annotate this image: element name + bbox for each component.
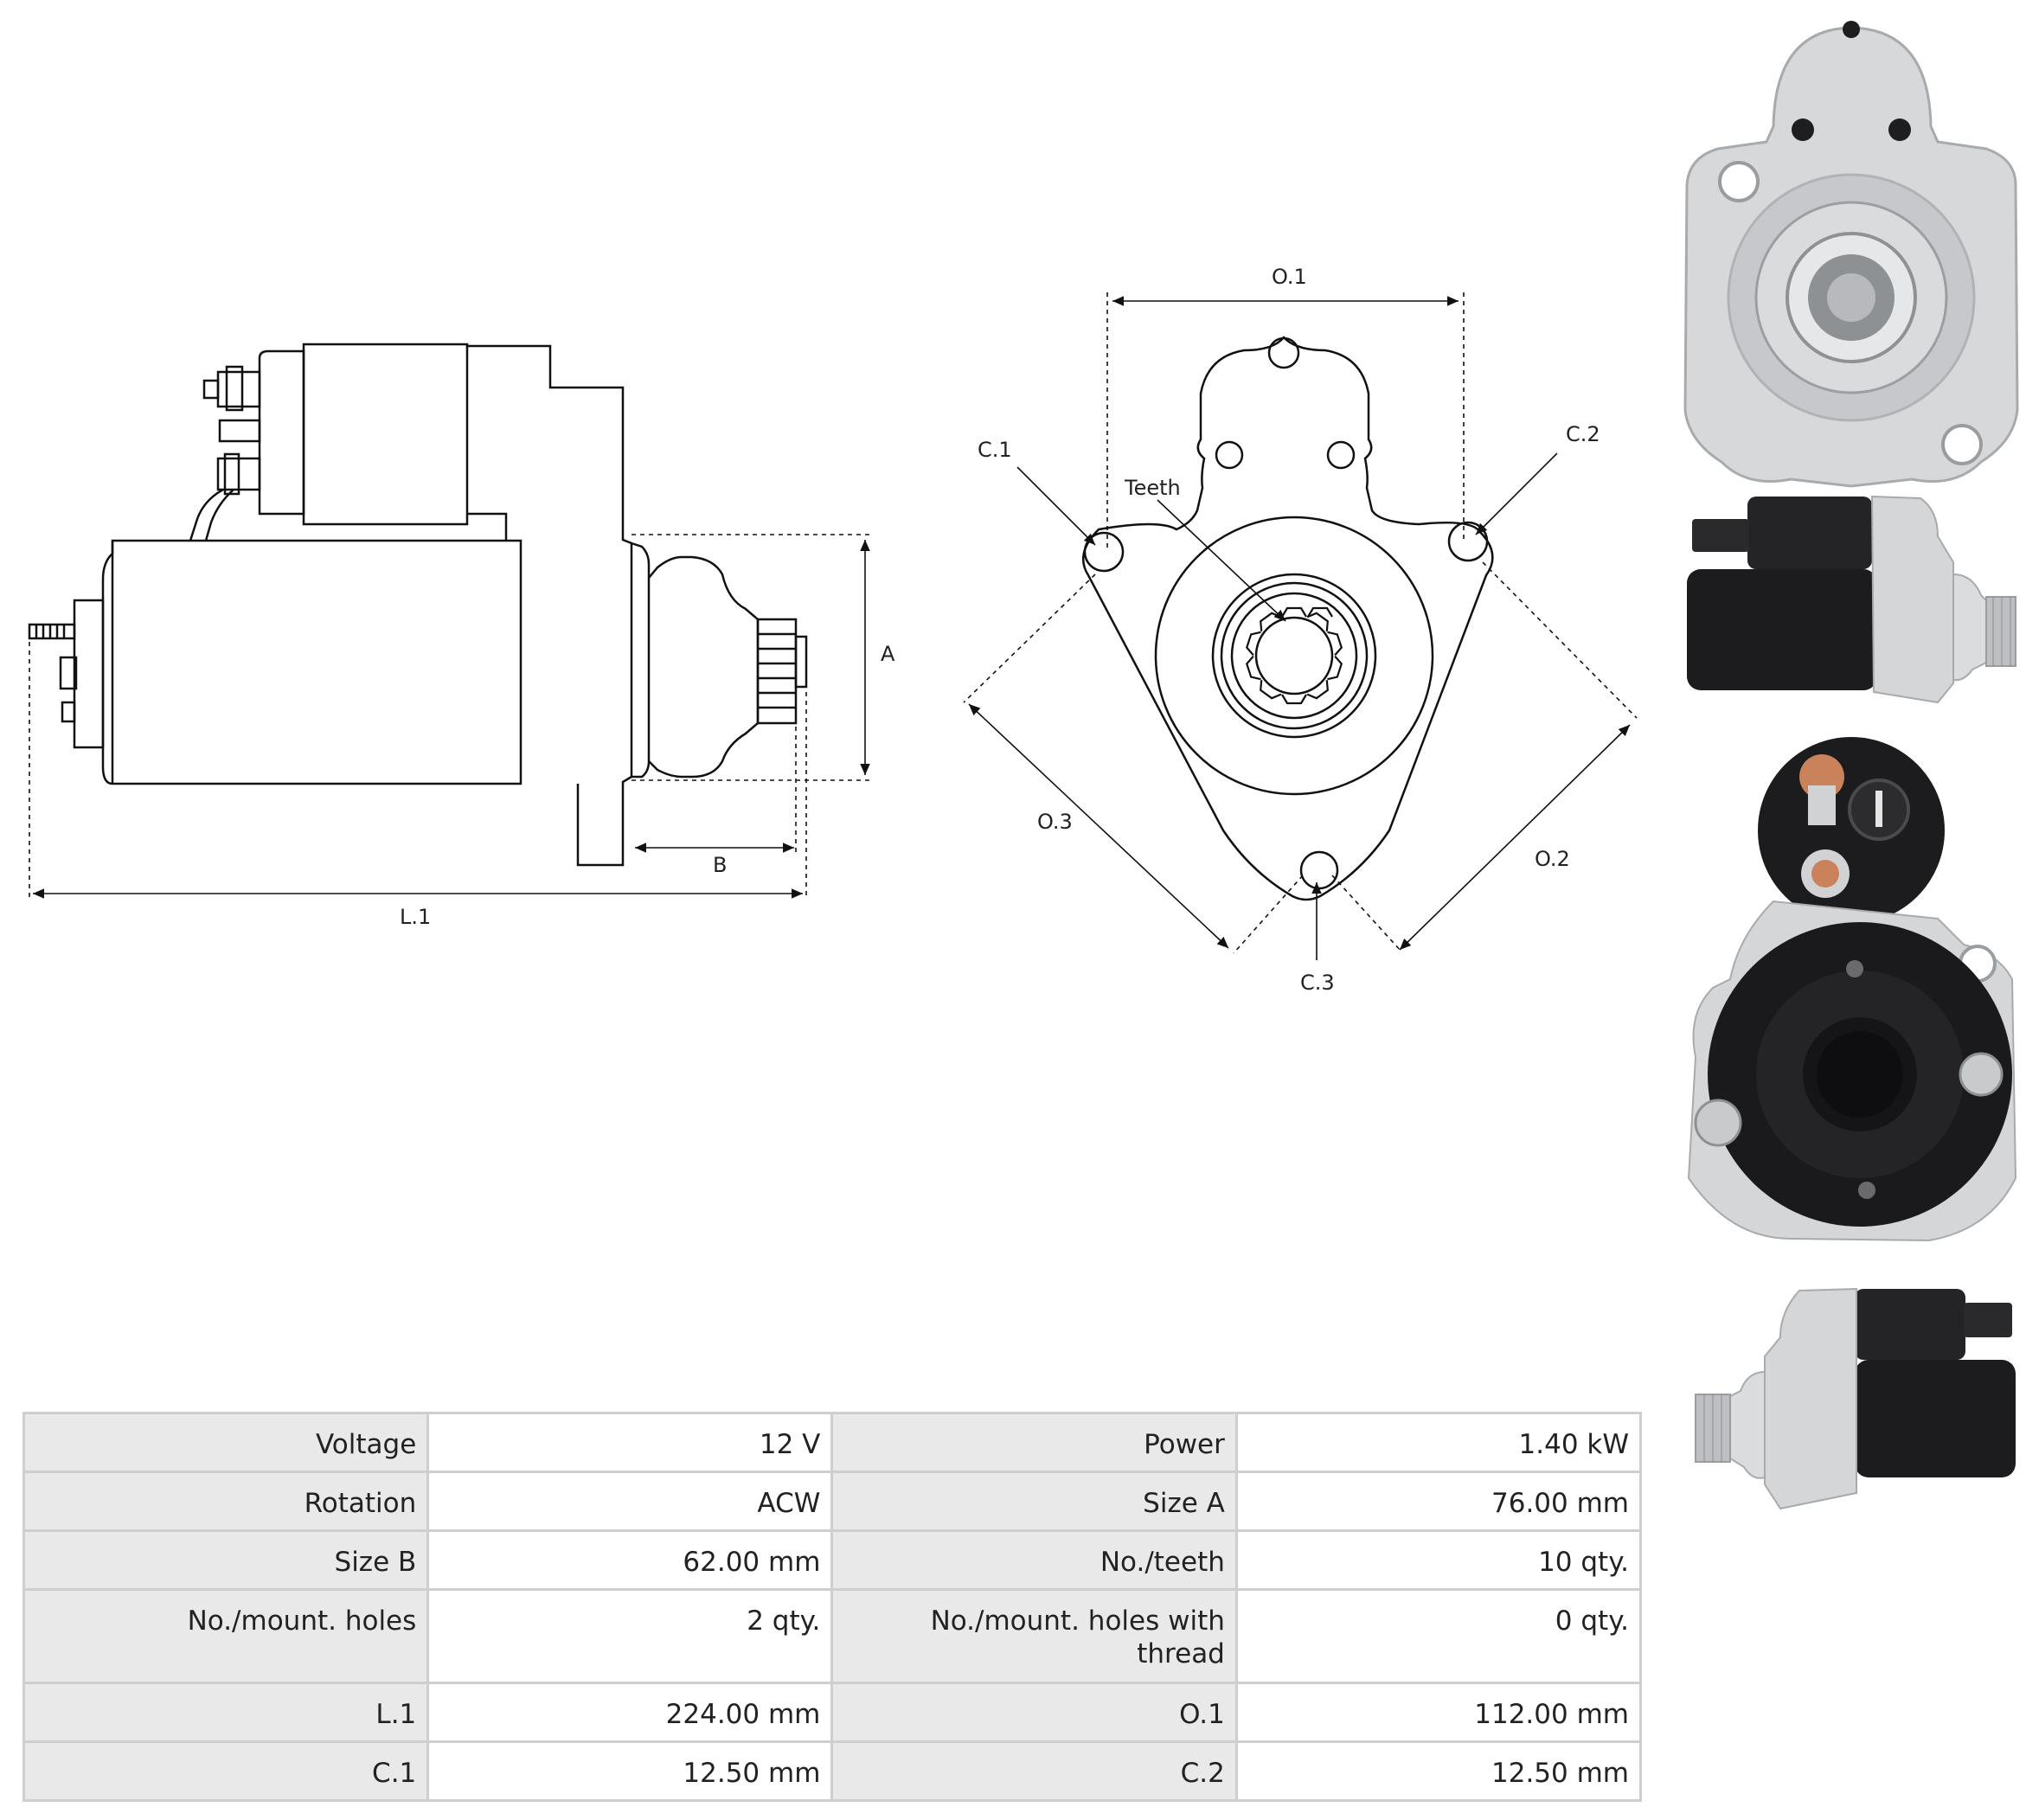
specifications-table: Voltage 12 V Power 1.40 kW Rotation ACW … <box>22 1412 1643 1802</box>
spec-value: 76.00 mm <box>1234 1471 1643 1532</box>
drive-housing <box>465 344 633 867</box>
pinion-face <box>1254 616 1334 695</box>
spec-label: C.2 <box>830 1740 1238 1802</box>
table-row: Rotation ACW Size A 76.00 mm <box>22 1471 1643 1532</box>
teeth-label: Teeth <box>1124 476 1181 500</box>
spec-label: No./teeth <box>830 1529 1238 1591</box>
spec-label: Voltage <box>22 1412 430 1473</box>
dim-label-a: A <box>881 642 895 666</box>
solenoid <box>302 343 469 526</box>
mount-hole-c3 <box>1299 850 1339 890</box>
side-view-dimensions <box>29 534 870 900</box>
spec-label: C.1 <box>22 1740 430 1802</box>
spec-value: 62.00 mm <box>426 1529 834 1591</box>
spec-label: Rotation <box>22 1471 430 1532</box>
spec-value: 224.00 mm <box>426 1682 834 1743</box>
table-row: Size B 62.00 mm No./teeth 10 qty. <box>22 1529 1643 1591</box>
spec-value: 12.50 mm <box>426 1740 834 1802</box>
dim-label-o3: O.3 <box>1037 810 1073 834</box>
spec-value: 2 qty. <box>426 1588 834 1684</box>
pinion-teeth <box>1245 606 1343 705</box>
spec-value: 1.40 kW <box>1234 1412 1643 1473</box>
spec-label: Size A <box>830 1471 1238 1532</box>
terminal-stud <box>225 365 244 412</box>
mounting-flange <box>1081 336 1494 901</box>
dim-label-l1: L.1 <box>400 905 431 929</box>
spec-label: No./mount. holes with thread <box>830 1588 1238 1684</box>
spec-label: No./mount. holes <box>22 1588 430 1684</box>
outer-ring <box>1154 516 1434 796</box>
table-row: C.1 12.50 mm C.2 12.50 mm <box>22 1740 1643 1802</box>
dim-label-b: B <box>713 853 727 877</box>
starter-rear-photo <box>1687 737 2017 1242</box>
front-view-dimensions <box>963 292 1638 960</box>
technical-drawings: A B L.1 <box>28 265 1638 995</box>
spec-label: Size B <box>22 1529 430 1591</box>
spec-label: Power <box>830 1412 1238 1473</box>
side-view-drawing <box>28 343 808 867</box>
spec-value: 12.50 mm <box>1234 1740 1643 1802</box>
spec-value: 112.00 mm <box>1234 1682 1643 1743</box>
dim-label-c1: C.1 <box>978 438 1012 462</box>
starter-front-photo <box>1683 21 2019 488</box>
motor-body <box>101 539 523 785</box>
table-row: No./mount. holes 2 qty. No./mount. holes… <box>22 1588 1643 1684</box>
starter-side-flipped-photo <box>1695 1287 2016 1510</box>
rear-stud <box>28 623 76 640</box>
spec-label: O.1 <box>830 1682 1238 1743</box>
front-view-drawing <box>1081 336 1494 901</box>
dim-label-o2: O.2 <box>1535 847 1570 871</box>
table-row: L.1 224.00 mm O.1 112.00 mm <box>22 1682 1643 1743</box>
spec-label: L.1 <box>22 1682 430 1743</box>
spec-value: ACW <box>426 1471 834 1532</box>
mount-hole-c1 <box>1083 531 1125 573</box>
spec-value: 10 qty. <box>1234 1529 1643 1591</box>
top-boss-hole <box>1267 336 1300 369</box>
dim-label-c2: C.2 <box>1566 422 1600 446</box>
rear-cap <box>73 599 105 749</box>
dim-label-o1: O.1 <box>1272 265 1307 289</box>
spec-value: 12 V <box>426 1412 834 1473</box>
dim-label-c3: C.3 <box>1300 971 1335 995</box>
mount-hole-c2 <box>1447 521 1489 562</box>
starter-side-photo <box>1687 495 2016 704</box>
spec-value: 0 qty. <box>1234 1588 1643 1684</box>
table-row: Voltage 12 V Power 1.40 kW <box>22 1412 1643 1473</box>
